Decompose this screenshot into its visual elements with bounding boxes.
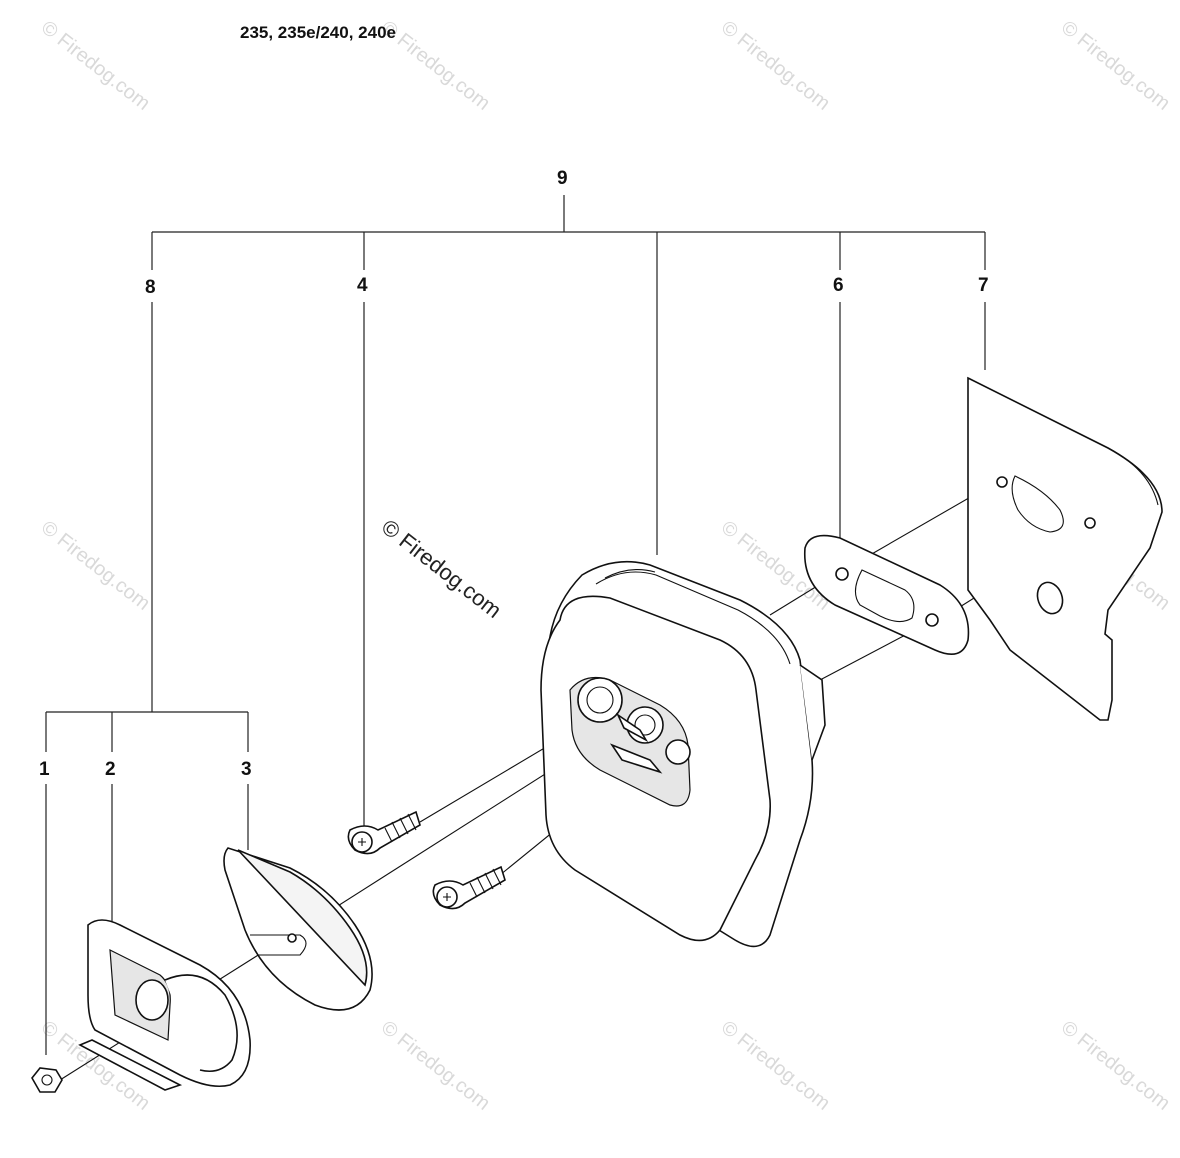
screw-upper	[347, 810, 421, 855]
callout-9: 9	[557, 168, 568, 189]
callout-2: 2	[105, 759, 116, 780]
muffler-body	[540, 560, 826, 948]
watermark-text: © Firedog.com	[37, 517, 154, 615]
callout-4: 4	[357, 275, 368, 296]
watermark-text: © Firedog.com	[377, 1017, 494, 1115]
watermark-text: © Firedog.com	[1057, 1017, 1174, 1115]
exhaust-deflector-cover	[78, 919, 251, 1091]
watermark-text: © Firedog.com	[717, 1017, 834, 1115]
muffler-gasket	[803, 534, 970, 656]
hex-nut	[31, 1067, 63, 1093]
callout-7: 7	[978, 275, 989, 296]
callout-lines	[45, 195, 986, 1055]
watermark-text: © Firedog.com	[37, 17, 154, 115]
center-watermark: © Firedog.com	[377, 514, 506, 623]
spark-arrestor-screen	[223, 847, 373, 1011]
callout-6: 6	[833, 275, 844, 296]
watermark-text: © Firedog.com	[717, 17, 834, 115]
callout-8: 8	[145, 277, 156, 298]
callout-1: 1	[39, 759, 50, 780]
model-title: 235, 235e/240, 240e	[240, 23, 396, 42]
callout-labels: 9 8 4 6 7 1 2 3	[39, 168, 989, 780]
screw-lower	[432, 865, 506, 910]
callout-3: 3	[241, 759, 252, 780]
heat-shield-plate	[967, 376, 1163, 721]
watermark-text: © Firedog.com	[1057, 17, 1174, 115]
